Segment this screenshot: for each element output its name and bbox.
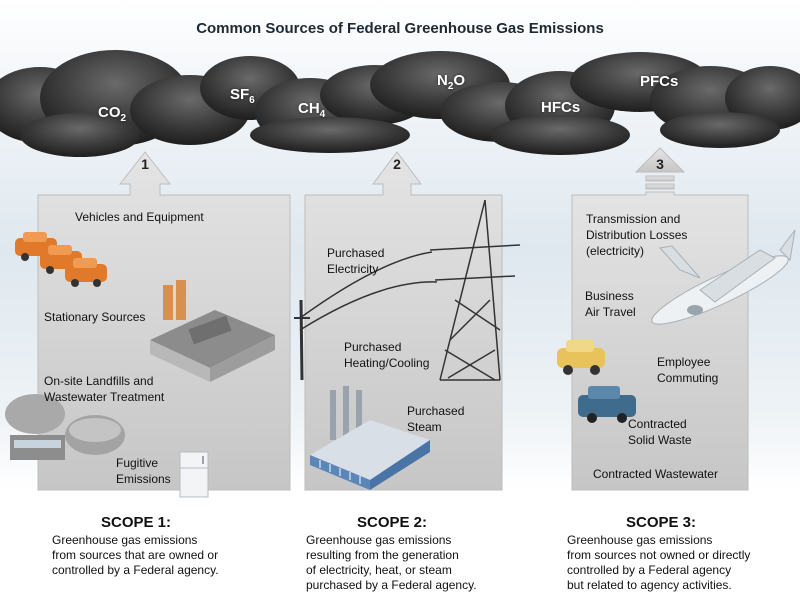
scope1-title: SCOPE 1: xyxy=(101,514,172,531)
scope2-arrow-number: 2 xyxy=(393,156,401,172)
scope1-caption: SCOPE 1: Greenhouse gas emissions from s… xyxy=(52,514,219,578)
scope2-source-electricity-1: Purchased xyxy=(327,246,385,260)
scope1-description: Greenhouse gas emissions from sources th… xyxy=(52,533,219,578)
scope2-desc-line: Greenhouse gas emissions xyxy=(306,533,452,547)
scope3-source-transmission-2: Distribution Losses xyxy=(586,228,688,242)
scope1-panel xyxy=(37,151,291,491)
scope3-source-commuting-1: Employee xyxy=(657,355,711,369)
scope3-source-wastewater: Contracted Wastewater xyxy=(593,467,718,481)
scope3-desc-line: from sources not owned or directly xyxy=(567,548,751,562)
scope3-source-transmission-3: (electricity) xyxy=(586,244,645,258)
scope3-source-solid-waste-1: Contracted xyxy=(628,417,687,431)
scope3-source-commuting-2: Commuting xyxy=(657,371,719,385)
scope3-title: SCOPE 3: xyxy=(626,514,697,531)
power-tower-icon xyxy=(294,199,521,381)
gas-label-ch4: CH4 xyxy=(298,100,326,120)
scope1-desc-line: from sources that are owned or xyxy=(52,548,219,562)
scope1-desc-line: controlled by a Federal agency. xyxy=(52,563,219,577)
scope1-source-landfills-1: On-site Landfills and xyxy=(44,374,154,388)
scope3-source-air-travel-2: Air Travel xyxy=(585,305,636,319)
scope3-source-air-travel-1: Business xyxy=(585,289,634,303)
scope2-source-steam-1: Purchased xyxy=(407,404,465,418)
scope2-description: Greenhouse gas emissions resulting from … xyxy=(306,533,477,593)
scope2-source-heating-2: Heating/Cooling xyxy=(344,356,430,370)
scope3-source-transmission-1: Transmission and xyxy=(586,212,681,226)
gas-label-hfcs: HFCs xyxy=(541,99,581,116)
scope3-arrow-number: 3 xyxy=(656,156,664,172)
scope2-title: SCOPE 2: xyxy=(357,514,428,531)
scope3-desc-line: Greenhouse gas emissions xyxy=(567,533,713,547)
gas-label-sf6: SF6 xyxy=(230,86,255,106)
stationary-building-icon xyxy=(150,280,275,382)
waste-truck-icon xyxy=(578,386,636,423)
gas-label-pfcs: PFCs xyxy=(640,73,679,90)
gas-label-n2o: N2O xyxy=(437,72,466,92)
commuter-car-icon xyxy=(557,340,605,375)
scope2-panel xyxy=(304,151,503,491)
scope2-desc-line: of electricity, heat, or steam xyxy=(306,563,452,577)
scope1-source-landfills-2: Wastewater Treatment xyxy=(44,390,165,404)
scope1-source-fugitive-2: Emissions xyxy=(116,472,171,486)
factory-icon xyxy=(310,386,430,490)
scope1-desc-line: Greenhouse gas emissions xyxy=(52,533,198,547)
refrigerator-icon xyxy=(179,451,209,498)
scope1-source-vehicles: Vehicles and Equipment xyxy=(75,210,204,224)
scope1-arrow-number: 1 xyxy=(141,156,149,172)
diagram-title: Common Sources of Federal Greenhouse Gas… xyxy=(196,20,604,37)
scope2-source-steam-2: Steam xyxy=(407,420,442,434)
airplane-icon xyxy=(651,229,796,325)
scope2-desc-line: purchased by a Federal agency. xyxy=(306,578,477,592)
gas-label-co2: CO2 xyxy=(98,104,127,124)
scope3-desc-line: controlled by a Federal agency xyxy=(567,563,732,577)
scope3-desc-line: but related to agency activities. xyxy=(567,578,732,592)
scope1-source-stationary: Stationary Sources xyxy=(44,310,146,324)
scope1-source-fugitive-1: Fugitive xyxy=(116,456,159,470)
vehicles-icon xyxy=(15,232,107,287)
emissions-cloud xyxy=(0,50,800,157)
scope2-desc-line: resulting from the generation xyxy=(306,548,459,562)
scope2-caption: SCOPE 2: Greenhouse gas emissions result… xyxy=(306,514,477,593)
scope-illustrations xyxy=(5,199,796,498)
scope3-caption: SCOPE 3: Greenhouse gas emissions from s… xyxy=(567,514,750,593)
scope3-description: Greenhouse gas emissions from sources no… xyxy=(567,533,750,593)
scope2-source-electricity-2: Electricity xyxy=(327,262,379,276)
scope-panels xyxy=(37,147,749,491)
scope2-source-heating-1: Purchased xyxy=(344,340,402,354)
scope3-source-solid-waste-2: Solid Waste xyxy=(628,433,692,447)
wastewater-tanks-icon xyxy=(5,394,125,460)
